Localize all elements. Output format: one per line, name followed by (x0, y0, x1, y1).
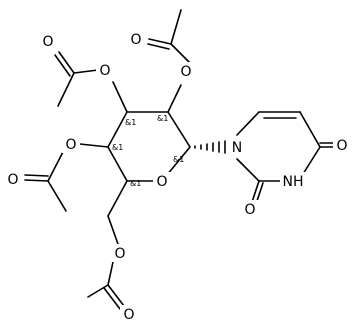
mid-left-carbonyl-oxygen-label: O (7, 172, 18, 188)
bond-ul-co-double (54, 54, 71, 77)
bond-ml-co (24, 179, 49, 182)
stereo-label-c4: &1 (112, 143, 123, 152)
bond-o6-carbonyl (107, 261, 114, 286)
bond-bot-co (107, 284, 125, 307)
upper-left-carbonyl-oxygen-label: O (42, 34, 53, 50)
bottom-carbonyl-oxygen-label: O (123, 307, 134, 323)
upper-left-ester-oxygen-label: O (99, 63, 110, 79)
bond-c2-o (251, 180, 260, 203)
bond-n1-c6 (236, 111, 260, 136)
top-carbonyl-oxygen-label: O (130, 32, 141, 48)
stereo-label-c2: &1 (157, 114, 168, 123)
bond-c4-n3 (302, 146, 321, 175)
stereo-label-c3: &1 (125, 118, 136, 127)
bond-c3-o3 (112, 81, 128, 113)
bond-ml-co-double (24, 174, 49, 177)
bond-ul-methyl (57, 72, 75, 107)
top-ester-oxygen-label: O (180, 64, 191, 80)
bond-c2-n1 (236, 158, 260, 182)
bond-bot-methyl (87, 284, 109, 298)
bond-ul-co (58, 51, 75, 74)
stereo-label-c5: &1 (130, 179, 141, 188)
bond-bot-co-double (103, 287, 121, 310)
bond-c4-c5 (107, 146, 128, 182)
n1-label: N (232, 140, 242, 156)
bond-c1-n1-hashed (194, 140, 226, 154)
atom-labels: O N NH O O O O O O O O O O (4, 30, 351, 323)
bond-c4-o4 (79, 143, 109, 148)
bottom-ester-oxygen-label: O (114, 246, 125, 262)
ring-oxygen-label: O (156, 174, 167, 190)
bond-o2-carbonyl (170, 43, 192, 65)
bond-c6prime-o6 (107, 215, 119, 245)
nh3-label: NH (283, 174, 304, 190)
bond-top-co (148, 38, 172, 45)
bond-o3-carbonyl (73, 69, 99, 74)
stereo-labels: &1 &1 &1 &1 &1 (112, 114, 184, 188)
bond-c1-c2 (167, 111, 191, 148)
bond-c2-o2 (167, 84, 182, 113)
bond-c5-c6prime (107, 180, 128, 217)
mid-left-ester-oxygen-label: O (65, 137, 76, 153)
uracil-c2-oxygen-label: O (244, 202, 255, 218)
uracil-c4-oxygen-label: O (336, 138, 347, 154)
bond-top-co-double (147, 43, 170, 50)
stereo-label-c1: &1 (173, 155, 184, 164)
bond-c5-c4 (299, 111, 321, 148)
bond-ml-methyl (47, 180, 67, 212)
bond-c3-c4 (107, 111, 128, 148)
bond-o4-carbonyl (47, 149, 65, 182)
bond-top-methyl (170, 9, 182, 45)
